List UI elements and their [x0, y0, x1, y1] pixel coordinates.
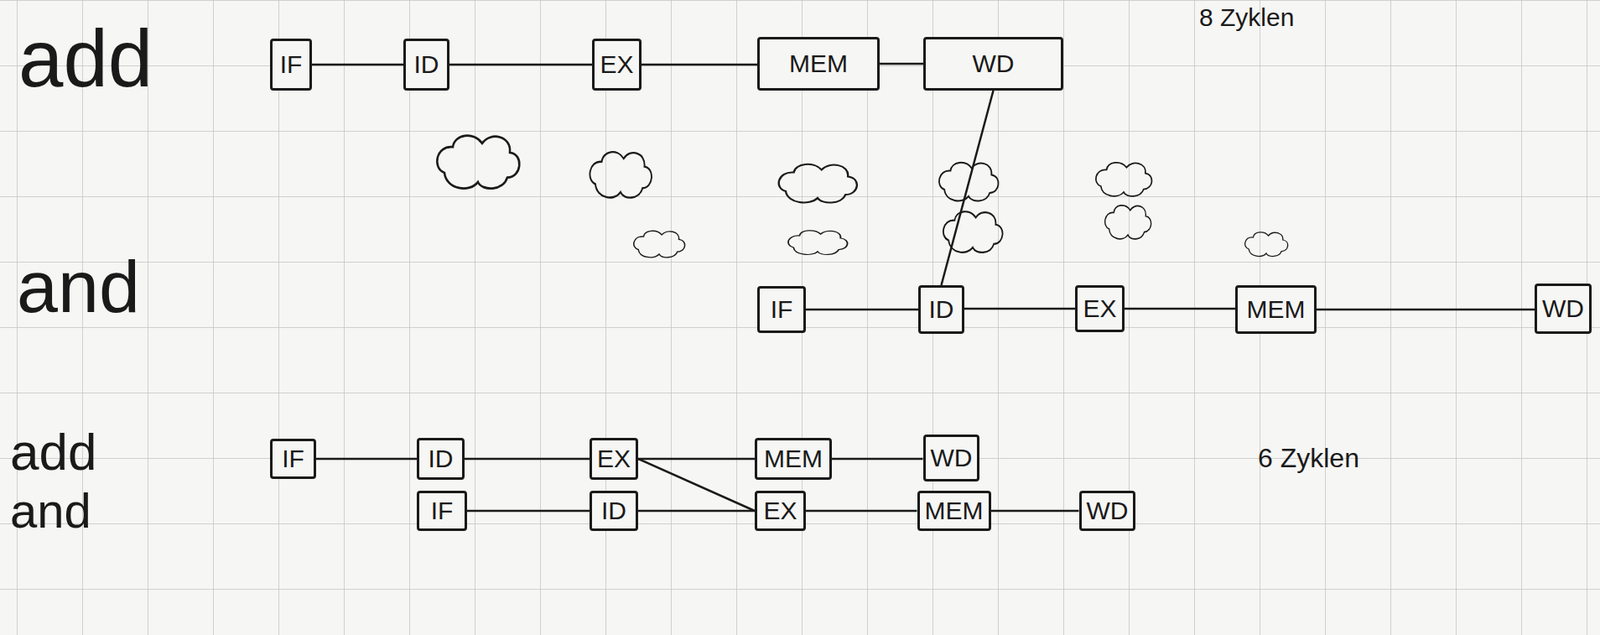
stage-box: WD [923, 434, 981, 482]
stage-box: EX [1075, 285, 1124, 333]
pipeline-connector [805, 509, 918, 513]
cycle-count: 6 Zyklen [1257, 444, 1360, 472]
pipeline-connector [641, 63, 758, 67]
stall-bubble [779, 164, 858, 203]
pipeline-connector [449, 63, 593, 67]
instruction-name: add [18, 18, 153, 99]
stage-name: IF [770, 296, 794, 323]
stall-bubble [633, 230, 686, 257]
stage-box: EX [592, 38, 641, 91]
stage-box: IF [270, 38, 312, 91]
pipeline-connector [638, 457, 755, 461]
pipeline-connector [879, 62, 924, 66]
stall-bubble [1105, 205, 1152, 239]
pipeline-connector [831, 457, 924, 461]
pipeline-connector [638, 458, 755, 511]
cycle-count: 8 Zyklen [1199, 5, 1294, 31]
stall-bubble [589, 151, 652, 198]
stage-box: MEM [1235, 285, 1317, 334]
pipeline-connector [467, 509, 590, 513]
stage-name: EX [763, 498, 797, 524]
stage-box: EX [589, 437, 639, 480]
stage-name: WD [972, 51, 1015, 77]
stage-name: ID [414, 51, 440, 78]
stage-box: ID [918, 285, 965, 334]
pipeline-connector [991, 509, 1080, 513]
stage-name: IF [281, 446, 305, 472]
instruction-name: and [10, 486, 92, 536]
pipeline-connector [1124, 307, 1236, 311]
stage-box: IF [757, 285, 806, 333]
stall-bubble [1245, 232, 1289, 257]
pipeline-connector [316, 457, 417, 461]
stage-box: ID [403, 38, 450, 91]
stage-box: MEM [917, 490, 992, 531]
stall-bubble [436, 135, 520, 189]
stage-name: EX [599, 51, 634, 78]
stage-name: WD [1542, 296, 1585, 322]
stage-box: IF [416, 490, 468, 531]
pipeline-connector [638, 509, 755, 513]
stage-box: IF [270, 438, 317, 479]
stage-name: MEM [1246, 296, 1306, 323]
stage-name: IF [431, 498, 454, 524]
stage-name: EX [1082, 296, 1117, 322]
stage-name: MEM [789, 51, 848, 77]
stage-box: MEM [754, 437, 832, 480]
pipeline-connector [964, 307, 1076, 311]
stall-bubble [788, 230, 848, 255]
stage-name: MEM [763, 446, 823, 472]
pipeline-connector [805, 308, 919, 312]
pipeline-connector [1316, 308, 1535, 312]
stage-box: WD [1079, 490, 1137, 531]
pipeline-connector [941, 90, 994, 286]
stage-name: IF [280, 51, 303, 78]
stage-box: WD [923, 36, 1064, 91]
stage-name: EX [597, 446, 631, 472]
stall-bubble [1096, 162, 1153, 197]
stall-bubbles [436, 135, 1288, 258]
stage-name: WD [1086, 498, 1129, 524]
stage-name: ID [929, 296, 955, 323]
stage-box: WD [1534, 283, 1592, 334]
stage-name: ID [601, 498, 627, 524]
stage-name: MEM [924, 498, 984, 524]
stage-box: ID [416, 437, 465, 480]
instruction-name: and [16, 249, 141, 324]
stage-name: WD [930, 445, 973, 471]
instruction-name: add [10, 425, 97, 478]
pipeline-connector [311, 63, 404, 67]
stage-box: EX [754, 490, 806, 531]
pipeline-connector [464, 457, 590, 461]
stage-box: MEM [757, 36, 880, 91]
stage-box: ID [589, 490, 639, 531]
stage-name: ID [428, 446, 454, 472]
